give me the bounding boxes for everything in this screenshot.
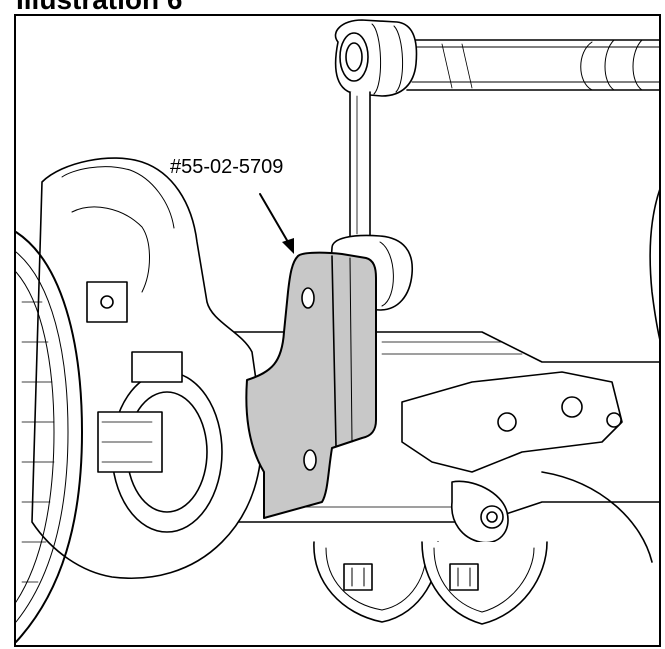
illustration-title: Illustration 6 [16,0,182,14]
callout-arrow [259,193,294,254]
right-wheel-edge [649,189,659,340]
steering-knuckle [31,157,264,580]
brake-rotor [16,231,83,643]
end-link-bushing [334,19,418,97]
control-arm-bracket [401,371,623,544]
axle-illustration [16,19,659,643]
sway-bar-bracket [245,251,377,519]
end-link-rod [349,91,371,239]
sway-bar [406,39,659,91]
figure-frame [14,14,661,647]
lower-mounts [313,471,653,625]
part-number-callout: #55-02-5709 [170,156,284,178]
